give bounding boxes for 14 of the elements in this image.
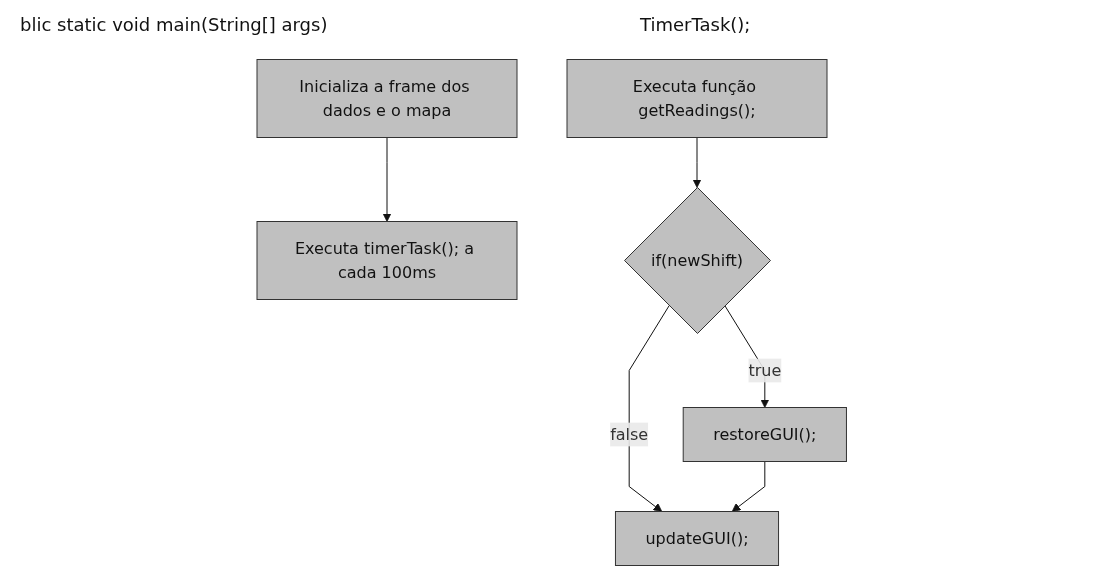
- node-diamond: if(newShift): [623, 187, 771, 334]
- arrow: [628, 305, 670, 512]
- node-box: updateGUI();: [614, 511, 779, 566]
- node-box: Executa timerTask(); a cada 100ms: [256, 221, 518, 300]
- edge-label: true: [748, 360, 782, 380]
- node-box: restoreGUI();: [682, 407, 847, 462]
- column-heading: blic static void main(String[] args): [20, 14, 328, 35]
- node-box: Executa função getReadings();: [566, 59, 828, 138]
- arrow: [731, 461, 766, 512]
- edge-label: false: [609, 424, 648, 444]
- arrow: [382, 137, 392, 222]
- arrow: [692, 137, 702, 188]
- node-box: Inicializa a frame dos dados e o mapa: [256, 59, 518, 138]
- column-heading: TimerTask();: [640, 14, 751, 35]
